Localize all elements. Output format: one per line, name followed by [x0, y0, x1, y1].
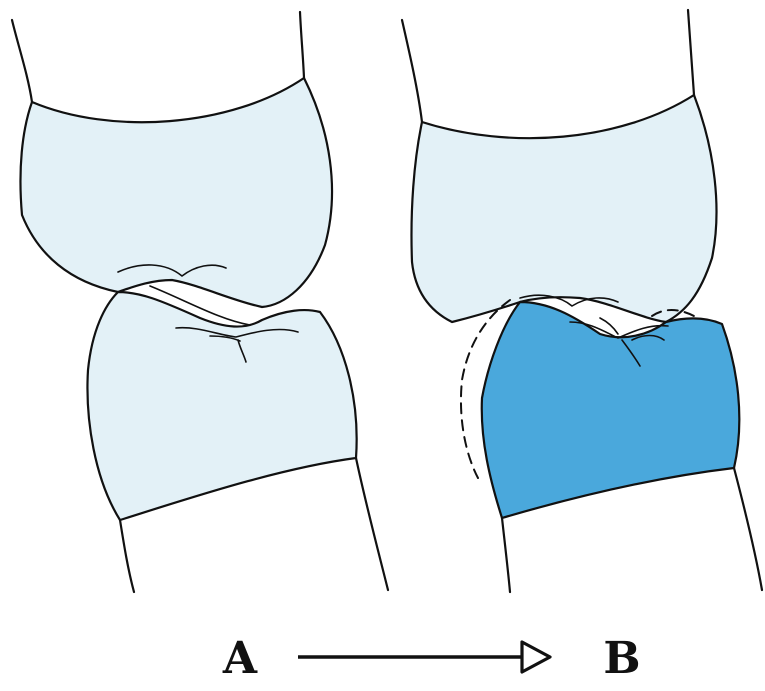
panel-a	[12, 12, 388, 592]
panel-a-lower-crown	[87, 292, 356, 520]
arrow-right-icon	[298, 642, 550, 672]
panel-a-lower-root	[120, 520, 134, 592]
label-b: B	[603, 633, 640, 684]
panel-b-lower-root-right	[734, 468, 762, 590]
panel-a-lower-root-right	[356, 458, 388, 590]
panel-b-upper-root	[402, 20, 422, 122]
panel-a-upper-root	[12, 20, 32, 102]
panel-b-upper-root-right	[688, 10, 694, 95]
panel-b	[402, 10, 762, 592]
panel-b-upper-crown	[411, 95, 716, 322]
panel-a-upper-root-right	[300, 12, 304, 78]
panel-b-cusp-line-5	[600, 318, 618, 334]
label-a: A	[222, 633, 258, 684]
panel-b-lower-root	[502, 518, 510, 592]
